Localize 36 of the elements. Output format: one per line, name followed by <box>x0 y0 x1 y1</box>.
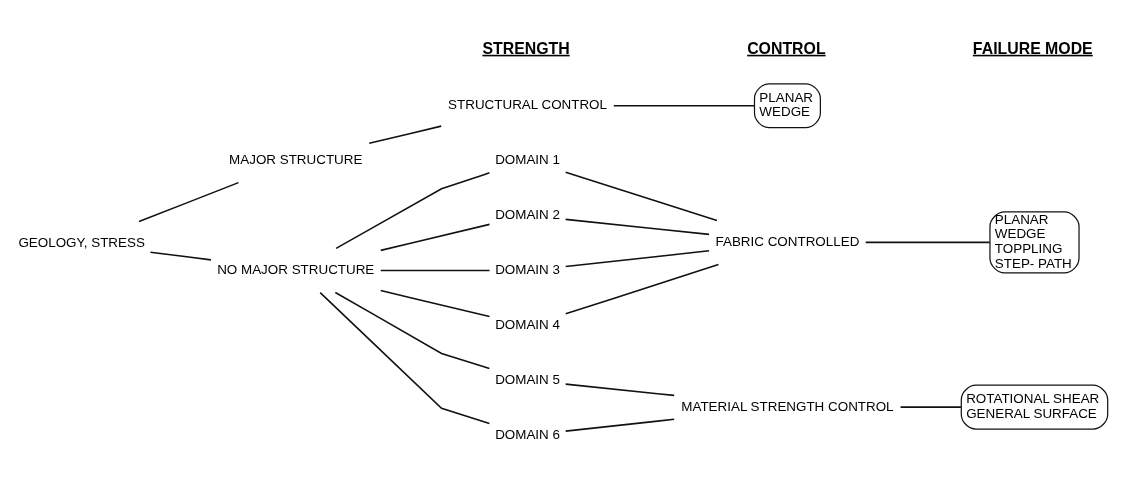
connector <box>334 291 491 370</box>
connector <box>379 269 491 272</box>
label: CONTROL <box>747 39 826 57</box>
node-text: DOMAIN 1 <box>495 152 560 168</box>
connector <box>564 418 675 432</box>
node-text: STRUCTURAL CONTROL <box>448 97 608 113</box>
connector <box>335 172 491 250</box>
connector <box>149 251 212 261</box>
connector <box>379 223 491 252</box>
connector <box>138 181 240 223</box>
node-text: DOMAIN 6 <box>495 426 560 442</box>
node-text: DOMAIN 4 <box>495 316 560 332</box>
label: STRENGTH <box>482 39 570 57</box>
node-box: PLANAR WEDGE <box>753 83 821 129</box>
node-box: PLANAR WEDGE TOPPLING STEP- PATH <box>989 211 1080 274</box>
node-box: ROTATIONAL SHEAR GENERAL SURFACE <box>960 384 1109 430</box>
connector <box>613 104 756 107</box>
connector <box>564 250 710 268</box>
connector <box>899 406 962 408</box>
connector <box>864 241 991 244</box>
connector <box>379 289 491 318</box>
node-text: FABRIC CONTROLLED <box>715 233 860 249</box>
node-text: DOMAIN 2 <box>495 206 560 222</box>
connector <box>564 383 675 397</box>
label: FAILURE MODE <box>972 39 1093 57</box>
connector <box>564 218 710 236</box>
connector <box>564 263 720 315</box>
node-text: DOMAIN 5 <box>495 371 560 387</box>
node-text: MAJOR STRUCTURE <box>229 152 363 168</box>
connector <box>319 291 491 425</box>
connector <box>368 125 442 145</box>
node-text: GEOLOGY, STRESS <box>18 235 145 251</box>
node-text: DOMAIN 3 <box>495 261 560 277</box>
node-text: NO MAJOR STRUCTURE <box>217 261 375 277</box>
connector <box>564 171 718 222</box>
node-text: MATERIAL STRENGTH CONTROL <box>681 398 894 414</box>
